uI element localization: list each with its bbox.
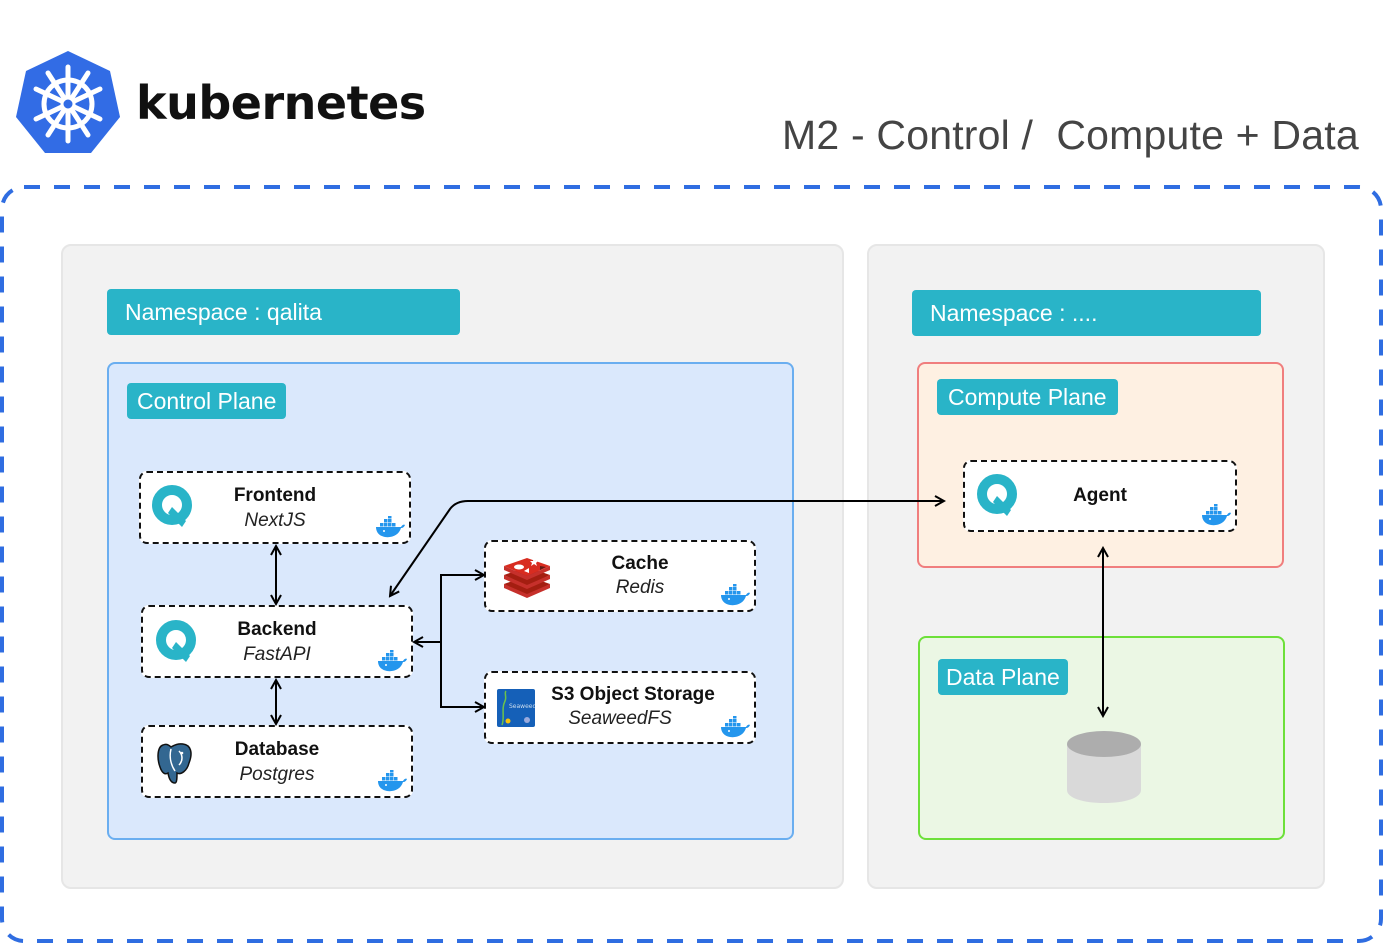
service-database[interactable]: Database Postgres	[141, 725, 413, 798]
seaweedfs-icon: Seaweed	[497, 689, 535, 727]
namespace-qalita-label: Namespace : qalita	[107, 289, 460, 335]
docker-icon	[721, 584, 750, 606]
docker-icon	[1202, 504, 1231, 526]
service-agent[interactable]: Agent	[963, 460, 1237, 532]
service-name: Database	[234, 739, 320, 760]
service-name: S3 Object Storage	[551, 684, 715, 705]
docker-icon	[376, 516, 405, 538]
qalita-q-icon	[977, 474, 1017, 516]
data-plane-label: Data Plane	[938, 659, 1068, 695]
docker-icon	[721, 716, 750, 738]
docker-icon	[378, 650, 407, 672]
service-name: Frontend	[233, 485, 317, 506]
namespace-other-label: Namespace : ....	[912, 290, 1261, 336]
kubernetes-logo-icon	[16, 51, 120, 153]
qalita-q-icon	[152, 485, 192, 527]
service-name: Agent	[1073, 485, 1127, 506]
service-name: Cache	[611, 553, 669, 574]
qalita-q-icon	[156, 620, 196, 662]
diagram-title: M2 - Control / Compute + Data	[782, 112, 1359, 158]
service-cache[interactable]: Cache Redis	[484, 540, 756, 612]
service-backend[interactable]: Backend FastAPI	[141, 605, 413, 678]
service-s3-object-storage[interactable]: Seaweed S3 Object Storage SeaweedFS	[484, 671, 756, 744]
compute-plane-label: Compute Plane	[937, 379, 1118, 415]
svg-text:Seaweed: Seaweed	[509, 703, 535, 710]
postgres-elephant-icon	[157, 743, 192, 784]
service-tech: Postgres	[239, 764, 315, 785]
database-cylinder-icon[interactable]	[1066, 730, 1142, 804]
service-frontend[interactable]: Frontend NextJS	[139, 471, 411, 544]
kubernetes-wordmark: kubernetes	[136, 76, 426, 130]
service-tech: NextJS	[244, 510, 306, 531]
service-tech: SeaweedFS	[568, 708, 672, 729]
service-name: Backend	[237, 619, 317, 640]
docker-icon	[378, 770, 407, 792]
service-tech: FastAPI	[243, 644, 311, 665]
control-plane-label: Control Plane	[127, 383, 287, 419]
